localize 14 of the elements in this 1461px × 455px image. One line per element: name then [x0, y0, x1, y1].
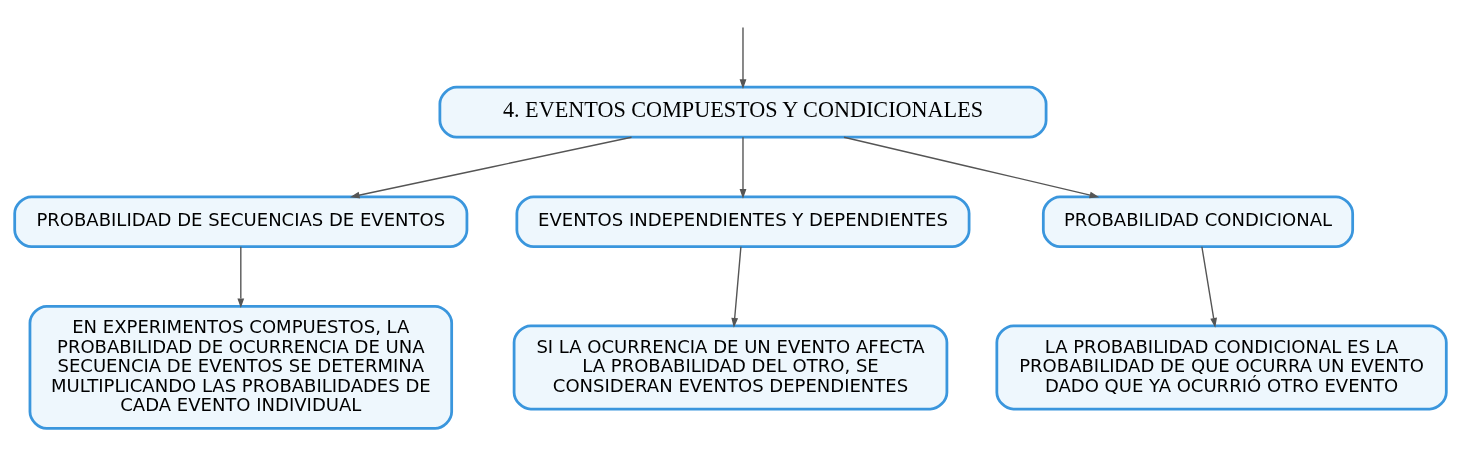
node-box: EVENTOS INDEPENDIENTES Y DEPENDIENTES — [515, 195, 971, 249]
arrow — [731, 246, 742, 328]
node-box: SI LA OCURRENCIA DE UN EVENTO AFECTA LA PROBABILIDAD DEL OTRO, SE CONSIDERAN EVENTOS DEPENDIENTES — [512, 324, 949, 411]
node-box: 4. EVENTOS COMPUESTOS Y CONDICIONALES — [438, 85, 1048, 139]
node-box: EN EXPERIMENTOS COMPUESTOS, LA PROBABILIDAD DE OCURRENCIA DE UNA SECUENCIA DE EVENTOS SE DETERMINA MULTIPLICANDO LAS PROBABILIDADES DE CADA EVENTO INDIVIDUAL — [28, 305, 454, 430]
node-box: LA PROBABILIDAD CONDICIONAL ES LA PROBABILIDAD DE QUE OCURRA UN EVENTO DADO QUE YA OCURRIÓ OTRO EVENTO — [995, 324, 1448, 411]
arrow — [739, 26, 747, 89]
arrow — [349, 136, 633, 199]
arrow — [1201, 246, 1217, 328]
arrow — [739, 136, 747, 199]
arrow — [237, 246, 245, 309]
node-box: PROBABILIDAD DE SECUENCIAS DE EVENTOS — [13, 195, 469, 249]
arrow — [843, 136, 1100, 199]
node-box: PROBABILIDAD CONDICIONAL — [1041, 195, 1355, 249]
